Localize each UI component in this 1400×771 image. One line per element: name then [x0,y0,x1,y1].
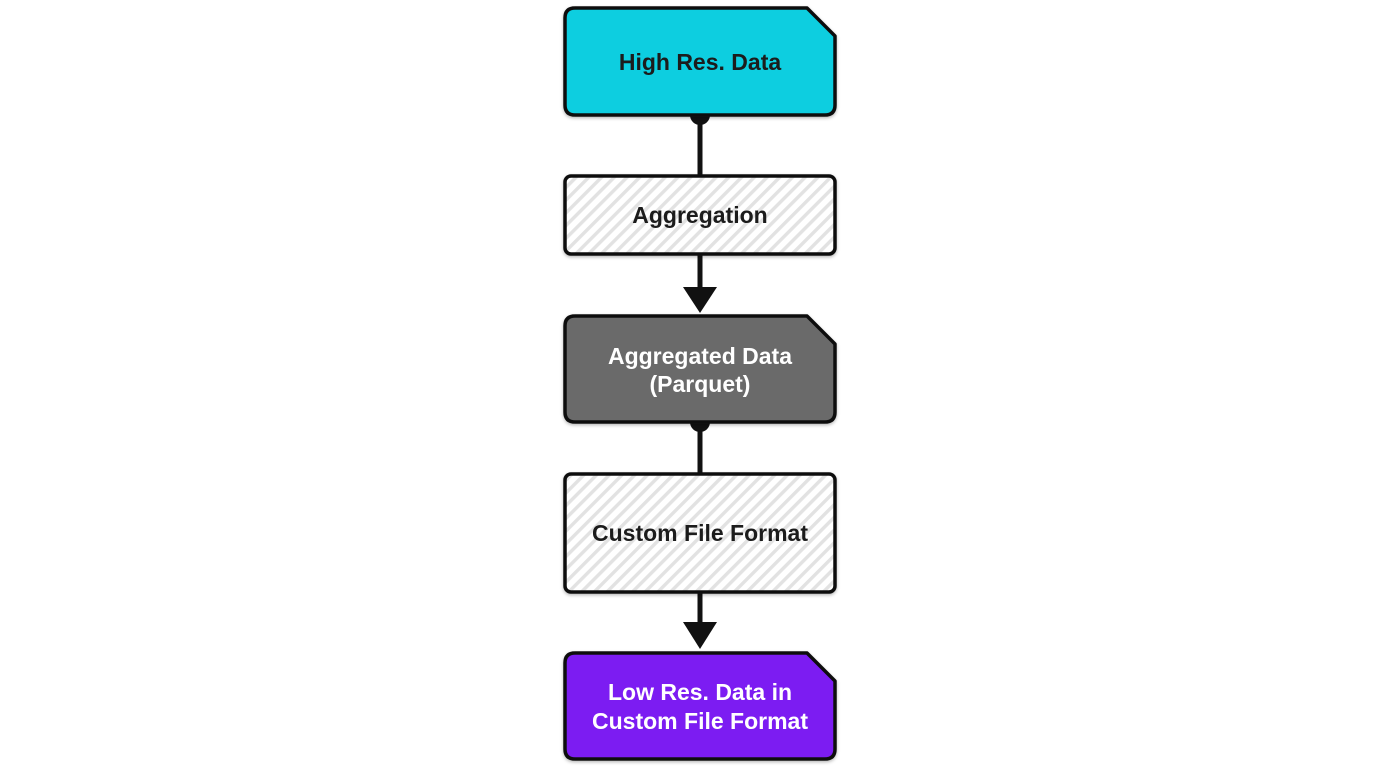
node-label: (Parquet) [650,371,751,397]
edge-aggregation-to-aggregated [683,254,717,313]
edge-customformat-to-lowres [683,592,717,649]
node-shape-rect [563,174,837,256]
node-aggregated-data-parquet: Aggregated Data (Parquet) [563,314,837,424]
node-label: Aggregated Data [608,343,792,369]
node-aggregation: Aggregation [563,174,837,256]
node-label: Aggregation [632,202,767,228]
node-shape-rect [563,472,837,594]
node-shape-note [563,6,837,117]
node-low-res-data-custom-format: Low Res. Data in Custom File Format [563,651,837,761]
edge-arrowhead-icon [683,622,717,649]
node-label: Custom File Format [592,708,808,734]
node-high-res-data: High Res. Data [563,6,837,117]
node-label: Low Res. Data in [608,679,792,705]
node-label: Custom File Format [592,520,808,546]
node-shape-note [563,314,837,424]
edge-arrowhead-icon [683,287,717,313]
node-custom-file-format: Custom File Format [563,472,837,594]
node-shape-note [563,651,837,761]
node-label: High Res. Data [619,49,782,75]
